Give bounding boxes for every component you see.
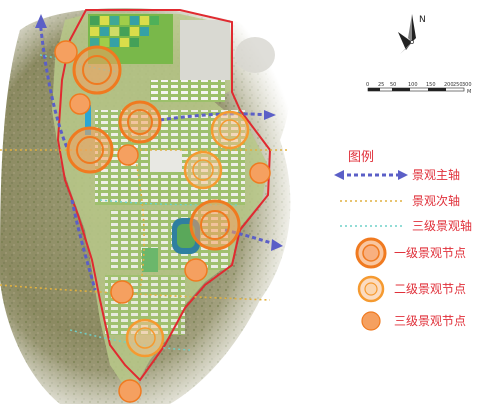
site-area <box>52 12 268 395</box>
primary-node <box>118 100 162 144</box>
map-main-axis-arrow-right-2 <box>271 239 283 251</box>
legend-item-secondary-node: 二级景观节点 <box>357 275 466 303</box>
legend-item-main-axis: 景观主轴 <box>334 167 460 182</box>
map-main-axis-arrow-right <box>264 110 276 120</box>
tertiary-node <box>118 379 142 403</box>
secondary-node <box>125 318 165 358</box>
north-label: N <box>419 15 426 25</box>
scale-tick-label: 300 <box>462 82 472 88</box>
scale-unit: M <box>467 89 471 95</box>
scale-tick-label: 100 <box>408 82 418 88</box>
legend-label: 景观主轴 <box>412 167 460 182</box>
tertiary-node <box>54 40 78 64</box>
primary-node-icon <box>355 237 387 269</box>
legend-item-primary-node: 一级景观节点 <box>355 237 466 269</box>
legend-item-tertiary-axis: 三级景观轴 <box>340 218 472 233</box>
primary-node <box>66 126 114 174</box>
legend-label: 一级景观节点 <box>394 246 466 260</box>
tertiary-node-icon <box>361 311 381 331</box>
tertiary-node <box>69 93 91 115</box>
legend-title: 图例 <box>348 150 374 165</box>
legend-item-tertiary-node: 三级景观节点 <box>361 311 466 331</box>
main-axis-arrow-icon <box>334 170 408 180</box>
tertiary-node <box>110 280 134 304</box>
primary-node <box>189 199 241 251</box>
secondary-node <box>210 110 250 150</box>
tertiary-node <box>184 258 208 282</box>
primary-node <box>72 45 122 95</box>
scale-tick-label: 25 <box>378 82 384 88</box>
scale-tick-label: 200 <box>444 82 454 88</box>
legend-item-secondary-axis: 景观次轴 <box>340 193 460 208</box>
legend-label: 二级景观节点 <box>394 282 466 296</box>
scale-tick-label: 50 <box>390 82 396 88</box>
site-boundary <box>56 9 272 382</box>
legend-label: 景观次轴 <box>412 193 460 208</box>
scale-tick-label: 150 <box>426 82 436 88</box>
map-main-axis-arrow-top <box>35 14 47 28</box>
legend-label: 三级景观轴 <box>412 218 472 233</box>
scale-tick-label: 250 <box>453 82 463 88</box>
tertiary-node <box>249 162 271 184</box>
secondary-node <box>183 150 223 190</box>
tertiary-node <box>117 144 139 166</box>
scale-tick-label: 0 <box>366 82 369 88</box>
legend-label: 三级景观节点 <box>394 314 466 328</box>
legend: 图例 景观主轴 景观次轴 三级景观轴 一级景观节点 <box>334 150 472 331</box>
secondary-node-icon <box>357 275 385 303</box>
landscape-nodes <box>54 40 271 403</box>
